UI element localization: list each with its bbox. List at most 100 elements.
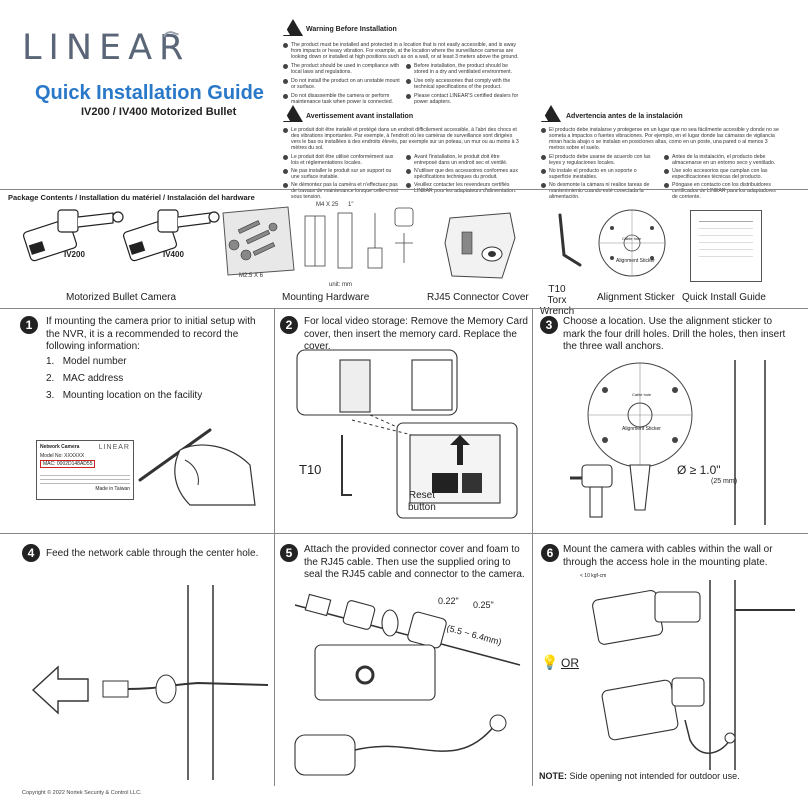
wrench-t10: T10 (548, 284, 566, 295)
warning-icon: ! (283, 19, 303, 36)
camera-mount-illustration (592, 580, 795, 770)
warning-item: Le produit doit être utilisé conformémen… (283, 154, 400, 166)
wrench-name: Torx Wrench (539, 295, 575, 317)
hardware-screw-size: M4 X 25 (316, 202, 339, 208)
bullet-icon (664, 182, 669, 188)
guide-document-illustration (690, 210, 762, 282)
bullet-icon (283, 182, 288, 188)
bullet-icon (406, 168, 411, 174)
step-5-number: 5 (280, 544, 298, 562)
sticker-inner-caption: Alignment Sticker (616, 258, 655, 264)
step-1-number: 1 (20, 316, 38, 334)
reset-line-1: Reset (408, 490, 435, 501)
step-6-or: OR (561, 656, 579, 670)
list-item: 3. Mounting location on the facility (46, 390, 203, 401)
warning-icon: ! (283, 105, 303, 122)
bullet-icon (541, 127, 546, 133)
list-item: 2. MAC address (46, 373, 124, 384)
package-item-connector-cover: RJ45 Connector Cover (427, 292, 529, 303)
bullet-icon (283, 154, 288, 160)
warning-list-fr: Le produit doit être installé et protégé… (283, 127, 523, 200)
warning-heading-en: Warning Before Installation (306, 26, 397, 33)
hardware-small-screw: M2.5 X 6 (239, 273, 264, 279)
warning-item: No instale el producto en un soporte o s… (541, 168, 658, 180)
warning-item: Before installation, the product should … (406, 63, 523, 75)
hardware-bag-illustration (222, 206, 295, 276)
step-4-number: 4 (22, 544, 40, 562)
package-heading: Package Contents / Installation du matér… (8, 193, 255, 202)
bullet-icon (541, 168, 546, 174)
warning-item: Do not disassemble the camera or perform… (283, 93, 400, 105)
warning-item: Use only accessories that comply with th… (406, 78, 523, 90)
warning-heading-fr: Avertissement avant installation (306, 113, 414, 120)
warning-item: Do not install the product on an unstabl… (283, 78, 400, 90)
camera-illustration (22, 209, 220, 262)
memory-card-illustration (296, 349, 518, 519)
warning-item: The product should be used in compliance… (283, 63, 400, 75)
label-made: Made in Taiwan (95, 486, 130, 492)
connector-seal-illustration (294, 593, 521, 776)
drill-alignment-illustration (570, 360, 766, 525)
sticker-hole-text: Cable hole (622, 236, 642, 241)
divider (0, 533, 808, 534)
divider (532, 533, 533, 786)
device-label-card: Network Camera LINEAR Model No: XXXXXX M… (36, 440, 134, 500)
brand-logo: LINEAR (22, 28, 191, 68)
divider (532, 308, 533, 533)
step-6-text: Mount the camera with cables within the … (563, 544, 773, 568)
reset-line-2: button (408, 502, 436, 513)
step-1-text: If mounting the camera prior to initial … (46, 316, 256, 352)
page-subtitle: IV200 / IV400 Motorized Bullet (81, 106, 237, 118)
warning-item: Veuillez contacter les revendeurs certif… (406, 182, 523, 194)
step-3-sticker-caption: Alignment Sticker (622, 426, 661, 432)
warning-item: Use solo accesorios que cumplan con las … (664, 168, 781, 180)
step-5-text: Attach the provided connector cover and … (304, 544, 525, 580)
step-3-hole-label: Cable hole (632, 392, 652, 397)
package-item-camera: Motorized Bullet Camera (66, 292, 177, 303)
step-2-text: For local video storage: Remove the Memo… (304, 316, 528, 352)
connector-cover-illustration (444, 212, 516, 279)
bullet-icon (283, 168, 288, 174)
bullet-icon (541, 182, 546, 188)
step-5-dim-a: 0.22" (438, 596, 459, 606)
label-title: Network Camera (40, 444, 80, 450)
note-label: NOTE: (539, 771, 567, 781)
bullet-icon (664, 154, 669, 160)
warning-item: Póngase en contacto con los distribuidor… (664, 182, 781, 200)
warning-item: N'utiliser que des accessoires conformes… (406, 168, 523, 180)
bullet-icon (283, 127, 288, 133)
package-item-guide: Quick Install Guide (682, 292, 766, 303)
camera-tag-iv400: IV400 (163, 250, 184, 259)
package-item-wrench: T10 Torx Wrench (534, 284, 580, 317)
page-title: Quick Installation Guide (35, 82, 264, 104)
step-4-text: Feed the network cable through the cente… (46, 548, 259, 559)
warning-list-es: El producto debe instalarse y protegerse… (541, 127, 781, 200)
bullet-icon (406, 182, 411, 188)
divider (0, 189, 808, 190)
camera-tag-iv200: IV200 (64, 250, 85, 259)
screw-dimension-drawing (304, 207, 414, 269)
warning-item: Ne démontez pas la caméra et n'effectuez… (283, 182, 400, 200)
divider (274, 533, 275, 786)
step-3-diameter: Ø ≥ 1.0" (677, 463, 721, 477)
step-2-t10: T10 (299, 462, 322, 477)
package-item-sticker: Alignment Sticker (597, 292, 675, 303)
warning-item: The product must be installed and protec… (283, 42, 523, 60)
torx-wrench-illustration (558, 213, 582, 267)
cable-feed-illustration (31, 585, 269, 780)
bullet-icon (406, 78, 411, 84)
alignment-sticker-illustration (598, 209, 666, 277)
divider (0, 308, 808, 309)
bullet-icon (283, 63, 288, 69)
step-1-list: 1. Model number 2. MAC address 3. Mounti… (46, 353, 202, 404)
step-3-text: Choose a location. Use the alignment sti… (563, 316, 786, 352)
bullet-icon (406, 63, 411, 69)
hardware-unit: unit: mm (329, 282, 353, 288)
bullet-icon (406, 154, 411, 160)
bullet-icon (283, 93, 288, 99)
copyright: Copyright © 2022 Nortek Security & Contr… (22, 790, 142, 796)
warning-item: Please contact LINEAR'S certified dealer… (406, 93, 523, 105)
label-brand: LINEAR (98, 444, 130, 451)
warning-list-en: The product must be installed and protec… (283, 42, 523, 105)
step-6-torque: < 10 kgf-cm (580, 573, 607, 579)
